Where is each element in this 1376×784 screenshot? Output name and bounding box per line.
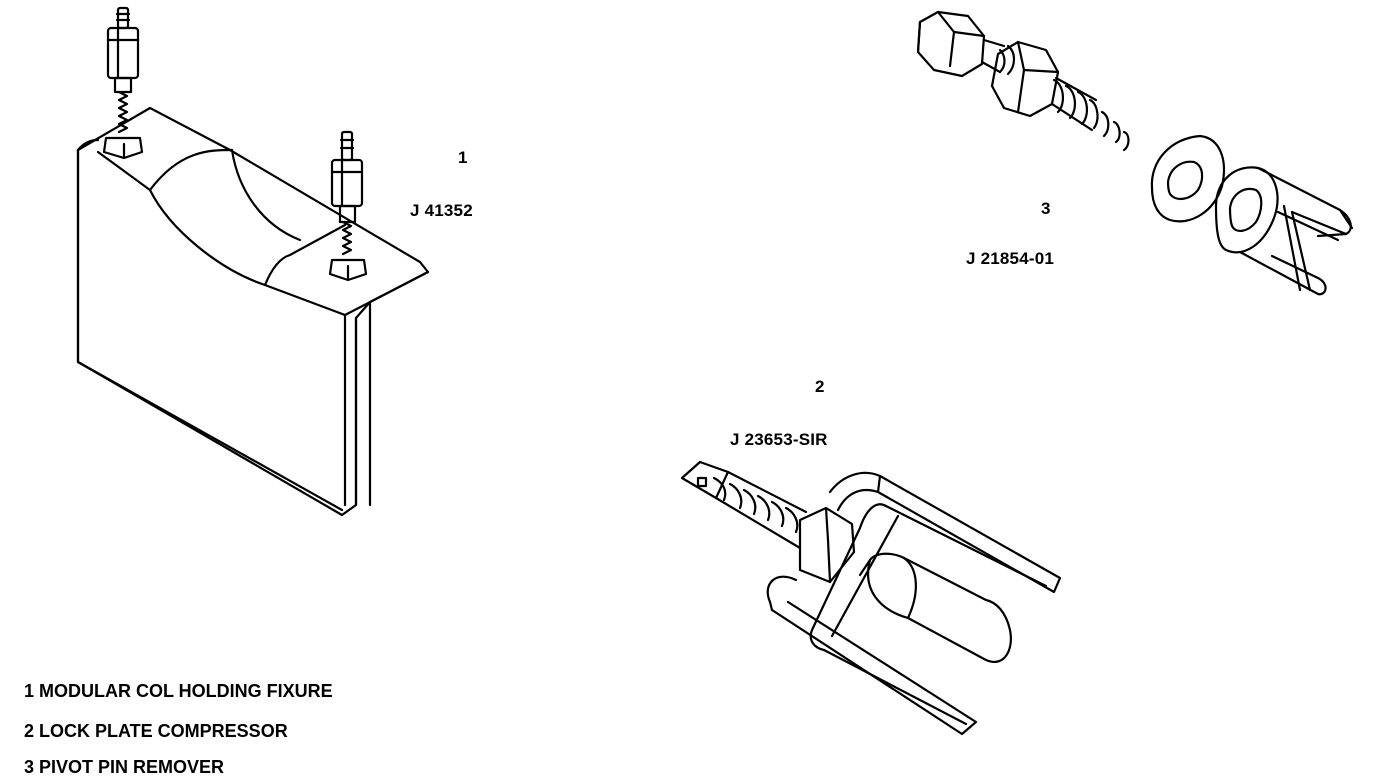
callout-2-number: 2 <box>815 377 825 396</box>
lock-plate-compressor-drawing <box>680 460 1062 736</box>
holding-fixture-drawing <box>76 6 430 517</box>
fixture-stud-left <box>102 6 144 160</box>
callout-3-part-number: J 21854-01 <box>966 249 1055 268</box>
legend-item-2: 2 LOCK PLATE COMPRESSOR <box>24 721 288 741</box>
legend-item-1: 1 MODULAR COL HOLDING FIXURE <box>24 681 333 701</box>
fixture-stud-right <box>328 130 368 282</box>
callout-3-number: 3 <box>1041 199 1051 218</box>
pivot-pin-remover-drawing <box>916 10 1354 296</box>
callout-1-part-number: J 41352 <box>410 201 473 220</box>
legend-item-3: 3 PIVOT PIN REMOVER <box>24 757 225 777</box>
callout-2-part-number: J 23653-SIR <box>730 430 828 449</box>
callout-1-number: 1 <box>458 148 468 167</box>
